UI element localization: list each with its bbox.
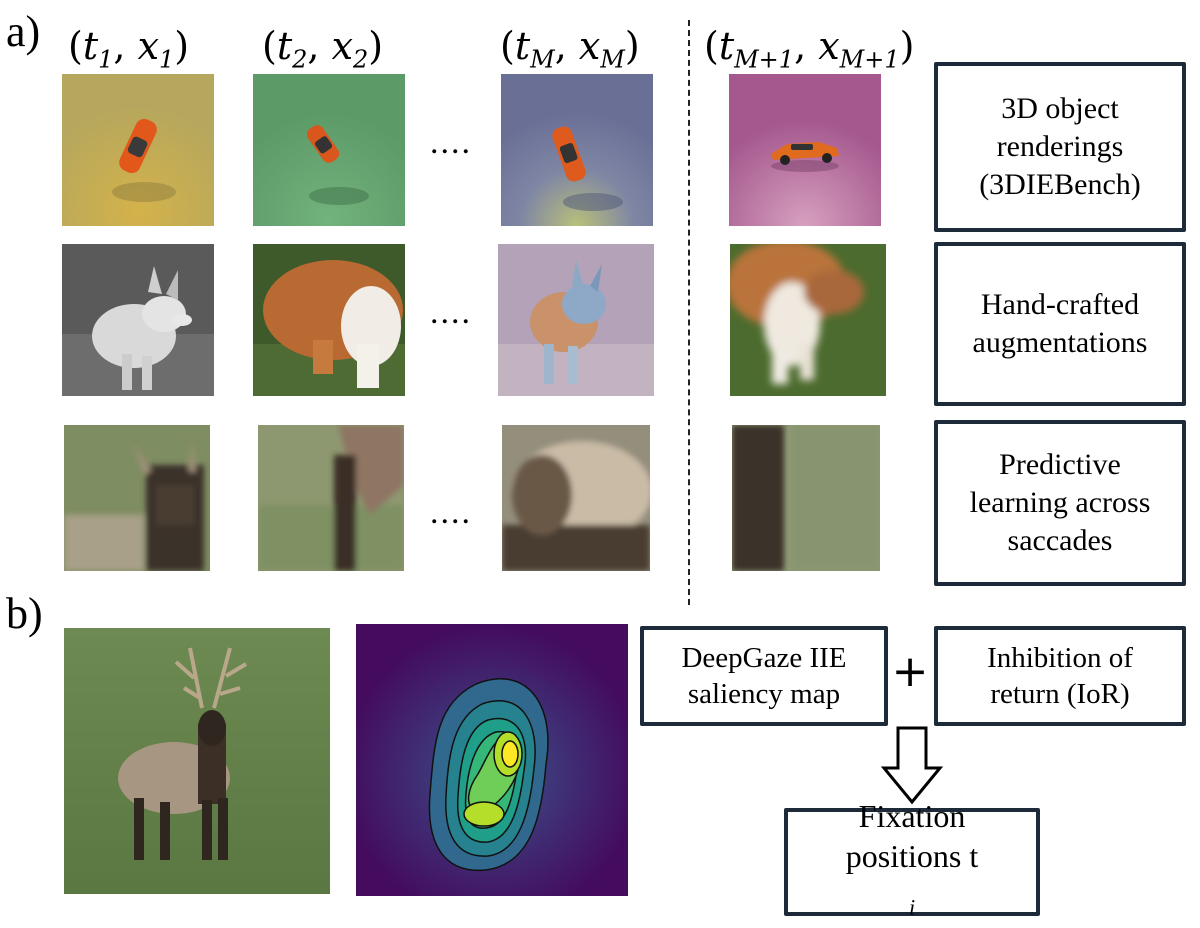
plus-sign: + — [891, 646, 929, 697]
ellipsis-row-2: .... — [430, 294, 472, 331]
render-thumb-1 — [62, 74, 214, 226]
augment-thumb-m-plus-1 — [730, 244, 886, 396]
augment-thumb-m — [498, 244, 654, 396]
render-thumb-m — [501, 74, 653, 226]
ellipsis-row-1: .... — [430, 124, 472, 161]
saccade-thumb-m-plus-1 — [732, 425, 880, 571]
render-thumb-2 — [253, 74, 405, 226]
saccade-thumb-1 — [64, 425, 210, 571]
column-header-1: (t1, x1) — [68, 24, 190, 74]
column-header-m: (tM, xM) — [500, 24, 640, 74]
column-header-2: (t2, x2) — [262, 24, 384, 74]
elk-photo — [64, 628, 330, 894]
panel-b-label: b) — [6, 589, 43, 638]
augment-thumb-2 — [253, 244, 405, 396]
saliency-map — [356, 624, 628, 896]
ellipsis-row-3: .... — [430, 494, 472, 531]
panel-a-label: a) — [6, 7, 41, 56]
column-header-m-plus-1: (tM+1, xM+1) — [704, 24, 915, 74]
dashed-divider — [688, 20, 690, 605]
render-thumb-m-plus-1 — [729, 74, 881, 226]
saccade-thumb-m — [502, 425, 650, 571]
augment-thumb-1 — [62, 244, 214, 396]
down-arrow-icon — [880, 726, 944, 806]
saccade-thumb-2 — [258, 425, 404, 571]
